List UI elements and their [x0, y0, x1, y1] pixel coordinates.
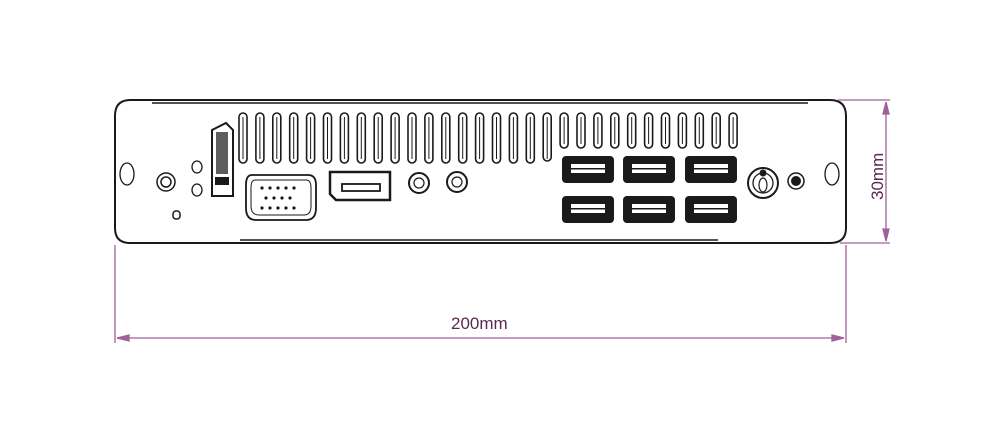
serial-port-icon — [245, 174, 317, 221]
power-led-icon — [787, 172, 805, 190]
dimension-lines — [114, 99, 890, 343]
displayport-icon — [328, 170, 392, 202]
vent-slots — [238, 112, 738, 164]
led-indicator-icons — [191, 160, 203, 197]
panel-outline — [114, 99, 847, 244]
height-dimension-label: 30mm — [868, 152, 887, 200]
usb-port-icons — [562, 156, 737, 223]
screw-post-icon — [156, 172, 181, 220]
dc-power-jack-icon — [747, 167, 779, 199]
mounting-hole-icons — [119, 162, 840, 186]
hdmi-port-icon — [211, 121, 234, 197]
audio-jack-icons — [408, 171, 468, 194]
width-dimension-label: 200mm — [451, 314, 508, 333]
